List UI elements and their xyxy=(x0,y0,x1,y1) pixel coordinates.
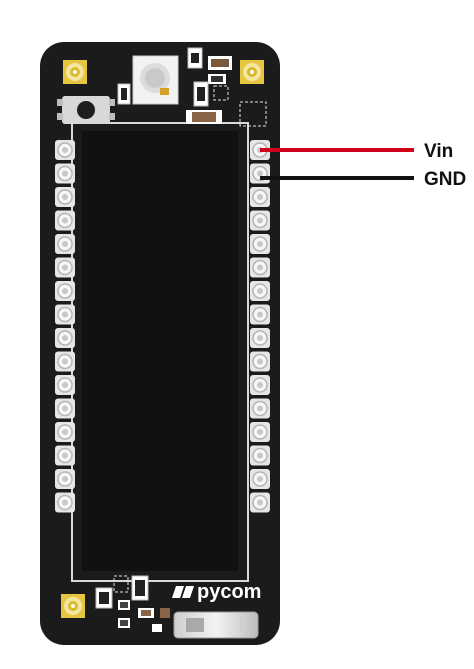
left-pin xyxy=(55,257,75,278)
rgb-led-icon xyxy=(132,55,179,105)
right-pin xyxy=(250,210,270,231)
right-pin xyxy=(250,257,270,278)
left-pin xyxy=(55,304,75,325)
right-pin xyxy=(250,351,270,372)
reset-button-icon xyxy=(57,96,115,124)
left-pin xyxy=(55,469,75,489)
left-pin xyxy=(55,140,75,160)
left-pin-header xyxy=(55,140,75,513)
right-pin xyxy=(250,304,270,325)
right-pin xyxy=(250,398,270,419)
gnd-label: GND xyxy=(424,169,466,190)
left-pin xyxy=(55,445,75,466)
smd-components-bottom xyxy=(95,575,170,632)
right-pin xyxy=(250,234,270,254)
left-pin xyxy=(55,375,75,395)
left-pin xyxy=(55,422,75,442)
left-pin xyxy=(55,234,75,254)
vin-label: Vin xyxy=(424,141,453,162)
left-pin xyxy=(55,210,75,231)
antenna-connector-icon xyxy=(63,60,87,84)
right-pin xyxy=(250,187,270,207)
left-pin xyxy=(55,492,75,513)
brand-label: pycom xyxy=(197,581,261,603)
right-pin xyxy=(250,375,270,395)
antenna-connector-icon xyxy=(61,594,85,618)
left-pin xyxy=(55,163,75,184)
left-pin xyxy=(55,398,75,419)
smd-components-top xyxy=(117,47,267,127)
wire-group: Vin GND xyxy=(260,141,466,190)
right-pin xyxy=(250,281,270,301)
antenna-connector-icon xyxy=(240,60,264,84)
left-pin xyxy=(55,187,75,207)
wifi-module xyxy=(82,131,238,571)
right-pin xyxy=(250,422,270,442)
power-switch xyxy=(173,611,259,639)
right-pin xyxy=(250,445,270,466)
pycom-logo-icon xyxy=(172,586,194,598)
left-pin xyxy=(55,351,75,372)
left-pin xyxy=(55,328,75,348)
left-pin xyxy=(55,281,75,301)
right-pin xyxy=(250,163,270,184)
right-pin xyxy=(250,492,270,513)
right-pin-header xyxy=(250,140,270,513)
right-pin xyxy=(250,469,270,489)
right-pin xyxy=(250,328,270,348)
